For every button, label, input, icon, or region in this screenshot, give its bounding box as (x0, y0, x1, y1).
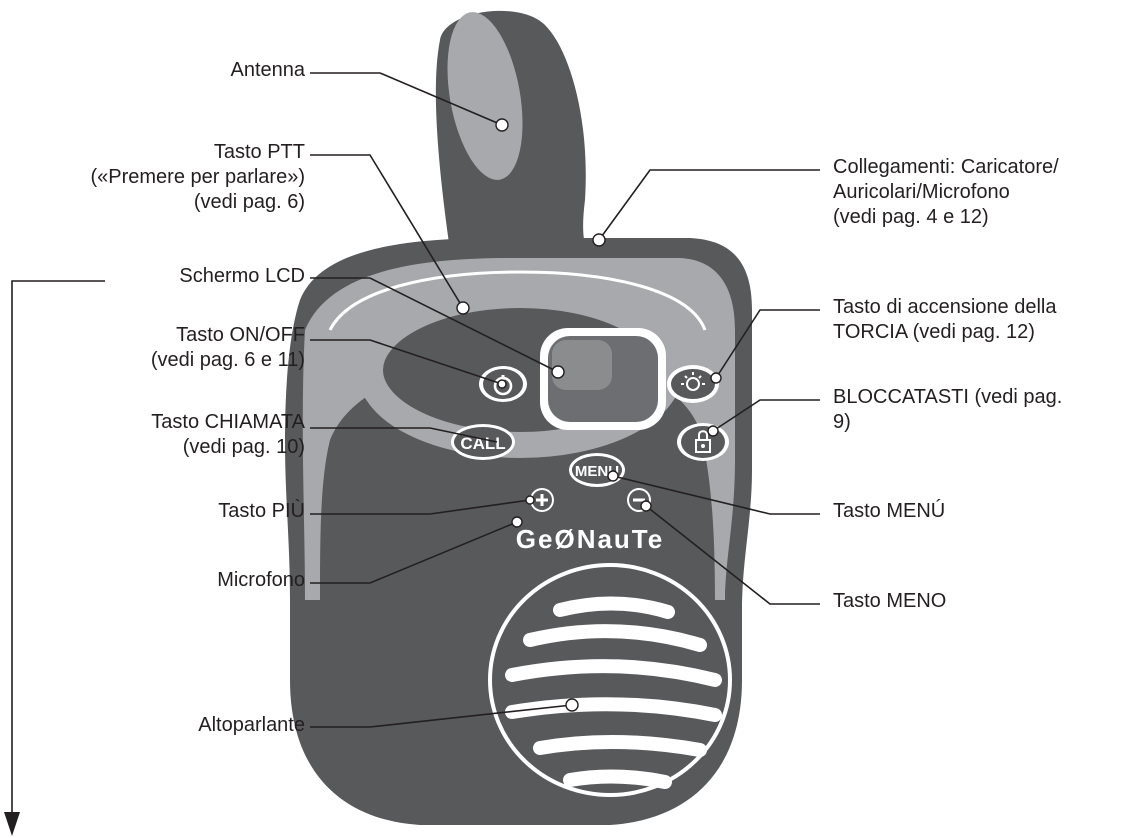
label-call: Tasto CHIAMATA (vedi pag. 10) (151, 410, 305, 460)
keylock-button[interactable] (677, 423, 729, 461)
call-button[interactable]: CALL (451, 424, 515, 460)
label-torch: Tasto di accensione della TORCIA (vedi p… (833, 295, 1056, 345)
label-ptt: Tasto PTT («Premere per parlare») (vedi … (90, 140, 305, 215)
call-button-label: CALL (460, 434, 505, 453)
brand-logo: GeØNauTe (516, 524, 664, 554)
label-menu: Tasto MENÚ (833, 499, 945, 524)
label-plus: Tasto PIÙ (218, 499, 305, 524)
label-onoff: Tasto ON/OFF (vedi pag. 6 e 11) (151, 323, 305, 373)
label-minus: Tasto MENO (833, 589, 946, 614)
label-lcd-screen: Schermo LCD (179, 264, 305, 289)
label-speaker: Altoparlante (198, 713, 305, 738)
label-antenna: Antenna (230, 58, 305, 83)
label-microphone: Microfono (217, 568, 305, 593)
torch-button[interactable] (667, 365, 719, 403)
label-keylock: BLOCCATASTI (vedi pag. 9) (833, 385, 1062, 435)
menu-button[interactable]: MENU (569, 453, 625, 487)
label-connections: Collegamenti: Caricatore/ Auricolari/Mic… (833, 155, 1059, 230)
speaker-grille (490, 565, 730, 795)
